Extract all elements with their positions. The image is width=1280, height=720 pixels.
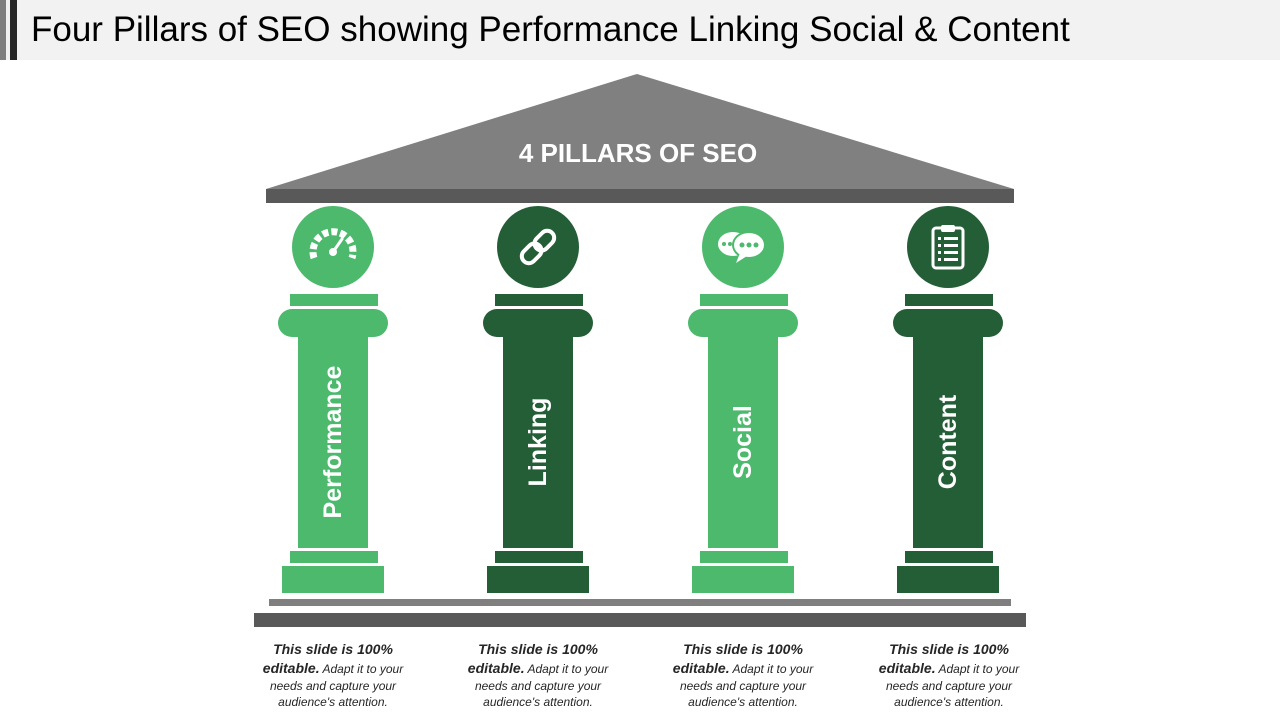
pillar-content: Content	[893, 206, 1003, 594]
caption-text: Adapt it to your needs and capture your …	[474, 662, 609, 709]
pillar-base	[897, 566, 999, 593]
pillar-plinth	[905, 551, 993, 563]
pillar-neck	[700, 294, 788, 306]
pillar-plinth	[700, 551, 788, 563]
pillar-plinth	[495, 551, 583, 563]
speedometer-icon	[309, 228, 357, 260]
pillar-label: Content	[934, 394, 962, 490]
pillar-caption: This slide is 100% editable. Adapt it to…	[453, 640, 623, 710]
pillar-icon-circle	[292, 206, 374, 288]
caption-bold: This slide is 100% editable.	[262, 641, 393, 676]
chat-bubbles-icon	[718, 231, 766, 263]
pillar-linking: Linking	[483, 206, 593, 594]
pillar-caption: This slide is 100% editable. Adapt it to…	[248, 640, 418, 710]
pillar-icon-circle	[702, 206, 784, 288]
pillar-label: Performance	[319, 365, 347, 519]
pillar-social: Social	[688, 206, 798, 594]
pillar-capital	[893, 309, 1003, 337]
pillar-label: Linking	[524, 397, 552, 487]
pillar-shaft	[913, 336, 983, 548]
caption-bold: This slide is 100% editable.	[672, 641, 803, 676]
roof-label: 4 PILLARS OF SEO	[518, 138, 758, 168]
pillar-neck	[495, 294, 583, 306]
pillar-base	[487, 566, 589, 593]
pillar-caption: This slide is 100% editable. Adapt it to…	[864, 640, 1034, 710]
title-accent-bar	[0, 0, 6, 60]
caption-text: Adapt it to your needs and capture your …	[885, 662, 1020, 709]
pillar-plinth	[290, 551, 378, 563]
title-accent-bar	[10, 0, 17, 60]
caption-text: Adapt it to your needs and capture your …	[679, 662, 814, 709]
caption-bold: This slide is 100% editable.	[878, 641, 1009, 676]
link-icon	[519, 228, 557, 266]
pillar-icon-circle	[907, 206, 989, 288]
pillar-capital	[278, 309, 388, 337]
pillar-capital	[688, 309, 798, 337]
pillar-base	[692, 566, 794, 593]
pillar-label: Social	[729, 405, 757, 479]
pillar-base	[282, 566, 384, 593]
clipboard-list-icon	[931, 225, 965, 270]
pillar-neck	[905, 294, 993, 306]
foundation-bottom-step	[254, 613, 1026, 627]
roof-beam	[266, 189, 1014, 203]
pillar-shaft	[298, 336, 368, 548]
pillar-icon-circle	[497, 206, 579, 288]
slide-title: Four Pillars of SEO showing Performance …	[31, 10, 1070, 49]
pillar-capital	[483, 309, 593, 337]
pillar-performance: Performance	[278, 206, 388, 594]
caption-bold: This slide is 100% editable.	[467, 641, 598, 676]
caption-text: Adapt it to your needs and capture your …	[269, 662, 404, 709]
pillar-shaft	[708, 336, 778, 548]
foundation-top-step	[269, 599, 1011, 606]
pillar-shaft	[503, 336, 573, 548]
pillar-neck	[290, 294, 378, 306]
pillar-caption: This slide is 100% editable. Adapt it to…	[658, 640, 828, 710]
title-bar	[0, 0, 1280, 60]
